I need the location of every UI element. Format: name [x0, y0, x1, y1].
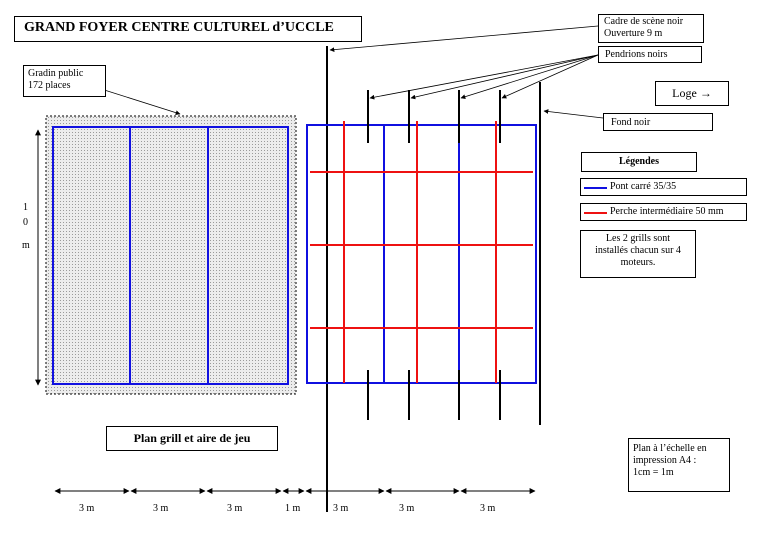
vertical-dimension-char-1: 1	[23, 202, 28, 213]
stage-frame-label: Cadre de scène noir Ouverture 9 m	[598, 14, 704, 43]
dimension-label-2: 3 m	[153, 503, 169, 514]
vertical-dimension-char-2: 0	[23, 217, 28, 228]
black-legs-label: Pendrions noirs	[598, 46, 702, 63]
page-title: GRAND FOYER CENTRE CULTUREL d’UCCLE	[14, 16, 362, 42]
callout-arrows	[97, 25, 604, 119]
dimension-label-3: 3 m	[227, 503, 243, 514]
vertical-dimension-char-3: m	[22, 240, 30, 251]
stage-truss-grid	[306, 124, 537, 384]
scale-note: Plan à l’échelle en impression A4 : 1cm …	[628, 438, 730, 492]
seating-label-line2: 172 places	[28, 80, 71, 91]
seating-area	[45, 115, 297, 395]
stage-frame-label-line1: Cadre de scène noir	[604, 16, 684, 27]
dimension-label-4: 1 m	[285, 503, 301, 514]
dimension-label-1: 3 m	[79, 503, 95, 514]
legend-label-pipe: Perche intermédiaire 50 mm	[610, 206, 724, 217]
back-cloth-label: Fond noir	[603, 113, 713, 131]
stage-frame-label-line2: Ouverture 9 m	[604, 28, 663, 39]
plan-caption: Plan grill et aire de jeu	[106, 426, 278, 451]
stage-pipe-grid	[310, 121, 533, 383]
scale-note-line1: Plan à l’échelle en	[633, 443, 707, 454]
legend-item-truss: Pont carré 35/35	[580, 178, 747, 196]
motor-note-line2: installés chacun sur 4	[595, 245, 681, 256]
dimension-label-7: 3 m	[480, 503, 496, 514]
legend-title: Légendes	[581, 152, 697, 172]
seating-label: Gradin public 172 places	[23, 65, 106, 97]
black-legs	[367, 90, 501, 420]
motor-note-line1: Les 2 grills sont	[605, 233, 671, 244]
motor-note: Les 2 grills sont installés chacun sur 4…	[580, 230, 696, 278]
dimension-label-5: 3 m	[333, 503, 349, 514]
dimension-label-6: 3 m	[399, 503, 415, 514]
legend-item-pipe: Perche intermédiaire 50 mm	[580, 203, 747, 221]
scale-note-line3: 1cm = 1m	[633, 467, 674, 478]
motor-note-line3: moteurs.	[620, 257, 656, 268]
legend-label-truss: Pont carré 35/35	[610, 181, 677, 192]
legend-swatch-pipe	[584, 212, 607, 214]
legend-swatch-truss	[584, 187, 607, 189]
scale-note-line2: impression A4 :	[633, 455, 697, 466]
dressing-room-label: Loge →	[655, 81, 729, 106]
seating-label-line1: Gradin public	[28, 68, 84, 79]
